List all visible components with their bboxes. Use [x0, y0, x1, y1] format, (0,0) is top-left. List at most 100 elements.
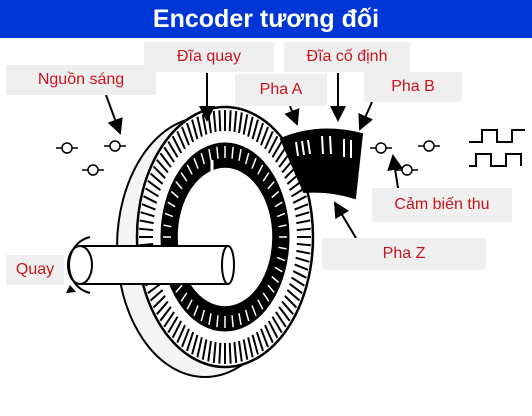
disk-slot	[251, 157, 257, 169]
disk-slot	[143, 195, 158, 204]
disk-slot	[292, 270, 307, 279]
disk-slot	[186, 164, 193, 175]
disk-slot	[167, 141, 179, 158]
disk-slot	[238, 112, 243, 134]
disk-slot	[278, 306, 291, 322]
disk-slot	[171, 135, 183, 154]
disk-slot	[159, 306, 172, 322]
disk-slot	[264, 324, 274, 344]
disk-slot	[208, 148, 212, 161]
disk-slot	[196, 337, 203, 358]
rotation-arrow	[66, 236, 91, 294]
disk-slot	[294, 263, 309, 271]
disk-slot	[207, 340, 212, 362]
disk-slot	[271, 275, 280, 284]
page-title: Encoder tương đối	[0, 0, 532, 38]
fixed-disk-slots	[295, 135, 352, 158]
disk-slot	[295, 211, 310, 218]
disk-slot	[186, 331, 195, 352]
disk-slot	[171, 320, 183, 339]
disk-slot	[275, 311, 287, 328]
disk-slot	[212, 342, 217, 364]
disk-slot	[149, 172, 164, 185]
disk-slot	[228, 342, 232, 364]
disk-slot	[271, 141, 283, 158]
disk-slot	[278, 246, 287, 250]
disk-slot	[176, 324, 186, 344]
disk-slot	[147, 283, 162, 294]
disk-slot	[181, 126, 190, 146]
disk-slot	[295, 256, 310, 263]
disk-slot	[238, 148, 242, 161]
label-sensor: Cảm biến thu	[372, 188, 512, 222]
disk-slot	[267, 320, 279, 339]
disk-slot	[257, 299, 264, 310]
disk-slot	[152, 165, 166, 179]
disk-slot	[276, 256, 286, 262]
disk-slot	[200, 309, 206, 322]
disk-slot	[156, 300, 169, 315]
disk-slot	[247, 116, 254, 137]
disk-slot	[233, 342, 238, 364]
disk-slot	[200, 152, 206, 165]
disk-slot	[286, 289, 301, 302]
disk-slot	[196, 116, 203, 137]
disk-slot	[191, 119, 199, 140]
disk-slot	[193, 157, 199, 169]
disk-slot	[181, 328, 190, 348]
disk-slot	[276, 212, 286, 218]
disk-slot	[244, 152, 250, 165]
shaft	[67, 245, 235, 285]
disk-slot	[242, 339, 249, 360]
disk-slot	[176, 130, 186, 150]
disk-slot	[231, 146, 234, 159]
disk-slot	[262, 292, 270, 302]
label-fixed-disk: Đĩa cố định	[284, 42, 410, 72]
disk-slot	[290, 276, 305, 287]
disk-slot	[271, 316, 283, 333]
disk-slot	[233, 110, 238, 132]
disk-slot	[267, 284, 275, 293]
disk-slot	[274, 201, 283, 208]
disk-inner-slot-ring	[163, 146, 287, 328]
disk-slot	[186, 122, 195, 143]
label-light-source: Nguồn sáng	[6, 65, 156, 95]
disk-slot	[191, 334, 199, 355]
disk-slot	[238, 313, 242, 326]
callout-pointers	[105, 73, 404, 239]
disk-slot	[167, 201, 176, 208]
disk-slot	[193, 305, 199, 317]
disk-slot	[140, 211, 155, 218]
disk-slot	[238, 340, 243, 362]
disk-slot	[163, 311, 175, 328]
disk-slot	[260, 126, 269, 146]
disk-slot	[257, 164, 264, 175]
disk-slot	[281, 300, 294, 315]
disk-slot	[175, 284, 183, 293]
disk-slot	[145, 187, 160, 198]
disk-slot	[139, 219, 154, 225]
disk-slot	[262, 172, 270, 182]
disk-slot	[275, 146, 287, 163]
disk-slot	[216, 315, 219, 328]
disk-slot	[228, 110, 232, 132]
disk-slot	[170, 190, 179, 199]
disk-slot	[255, 122, 264, 143]
disk-slot	[292, 195, 307, 204]
disk-slot	[271, 190, 280, 199]
label-rotating-disk: Đĩa quay	[144, 42, 274, 72]
disk-slot	[167, 316, 179, 333]
disk-slot	[149, 289, 164, 302]
disk-slot	[247, 337, 254, 358]
disk-slot	[255, 331, 264, 352]
disk-slot	[163, 224, 172, 228]
disk-slot	[251, 305, 257, 317]
disk-slot	[296, 242, 311, 247]
label-phase-a: Pha A	[235, 74, 327, 106]
label-phase-b: Pha B	[364, 72, 462, 102]
disk-slot	[141, 203, 156, 211]
sensor-receiver-icon	[370, 140, 440, 176]
disk-slot	[267, 181, 275, 190]
disk-slot	[180, 172, 188, 182]
disk-slot	[218, 110, 222, 132]
